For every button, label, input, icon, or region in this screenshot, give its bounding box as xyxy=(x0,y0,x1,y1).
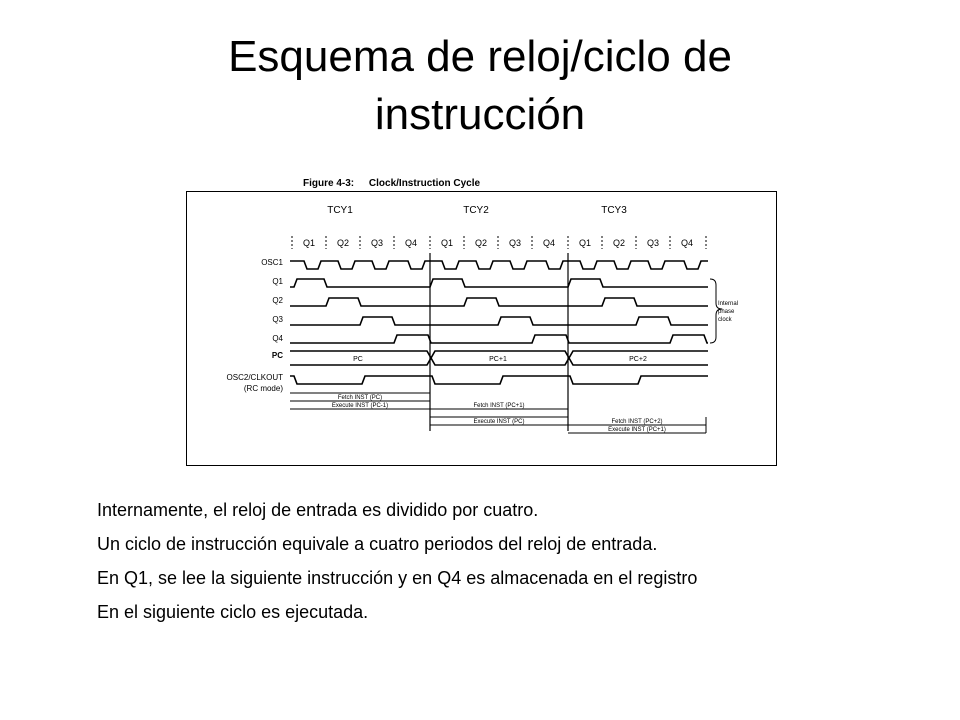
figure-caption: Figure 4-3: Clock/Instruction Cycle xyxy=(303,178,480,189)
internal-phase-clock-label: Internal phase clock xyxy=(718,301,738,323)
slide-title-line-1: Esquema de reloj/ciclo de xyxy=(228,32,732,81)
pipeline-execute-pc+1: Execute INST (PC+1) xyxy=(608,427,666,433)
pc-bus xyxy=(290,350,708,366)
bullet-text: En el siguiente ciclo es ejecutada. xyxy=(97,602,369,622)
phase-label: Q4 xyxy=(405,238,417,248)
figure-caption-text: Clock/Instruction Cycle xyxy=(368,178,481,189)
svg-text:phase: phase xyxy=(718,309,735,315)
phase-label: Q2 xyxy=(613,238,625,248)
svg-text:clock: clock xyxy=(718,317,733,323)
cycle-label-tcy3: TCY3 xyxy=(601,205,627,216)
phase-label: Q3 xyxy=(371,238,383,248)
figure-frame xyxy=(186,191,777,466)
pc-value: PC xyxy=(353,356,363,363)
pipeline-execute-pc-1: Execute INST (PC-1) xyxy=(332,403,388,409)
signal-label-q4: Q4 xyxy=(272,334,283,343)
signal-label-q2: Q2 xyxy=(272,296,283,305)
cycle-label-tcy2: TCY2 xyxy=(463,205,489,216)
bullet-text: Un ciclo de instrucción equivale a cuatr… xyxy=(97,534,658,554)
timing-diagram: TCY1 TCY2 TCY3 Q1 Q2 Q3 Q4 Q1 Q2 Q3 Q4 Q… xyxy=(186,191,777,466)
q2-waveform xyxy=(290,297,708,307)
osc1-waveform xyxy=(290,260,708,270)
internal-phase-clock-brace xyxy=(709,278,723,344)
figure-number: Figure 4-3: xyxy=(303,178,355,189)
signal-label-rc-mode: (RC mode) xyxy=(244,384,283,393)
bullet-text: Internamente, el reloj de entrada es div… xyxy=(97,500,539,520)
cycle-label-tcy1: TCY1 xyxy=(327,205,353,216)
phase-label: Q1 xyxy=(303,238,315,248)
signal-label-q3: Q3 xyxy=(272,315,283,324)
slide-title: Esquema de reloj/ciclo de instrucción xyxy=(40,28,920,144)
signal-label-pc: PC xyxy=(272,351,283,360)
pc-value: PC+1 xyxy=(489,356,507,363)
timing-diagram-svg: TCY1 TCY2 TCY3 Q1 Q2 Q3 Q4 Q1 Q2 Q3 Q4 Q… xyxy=(186,191,777,466)
signal-label-osc1: OSC1 xyxy=(261,258,283,267)
pipeline-rows xyxy=(290,392,707,434)
pipeline-execute-pc: Execute INST (PC) xyxy=(474,419,525,425)
phase-labels: Q1 Q2 Q3 Q4 Q1 Q2 Q3 Q4 Q1 Q2 Q3 Q4 xyxy=(303,238,693,248)
phase-label: Q3 xyxy=(509,238,521,248)
pipeline-labels: Fetch INST (PC) Execute INST (PC-1) Fetc… xyxy=(332,395,666,433)
phase-label: Q2 xyxy=(337,238,349,248)
pipeline-fetch-pc+1: Fetch INST (PC+1) xyxy=(473,403,524,409)
osc2-clkout-waveform xyxy=(290,375,708,385)
pipeline-fetch-pc: Fetch INST (PC) xyxy=(338,395,382,401)
phase-label: Q1 xyxy=(441,238,453,248)
phase-label: Q4 xyxy=(543,238,555,248)
bullet-text: En Q1, se lee la siguiente instrucción y… xyxy=(97,568,698,588)
q4-waveform xyxy=(290,334,708,344)
signal-labels: OSC1 Q1 Q2 Q3 Q4 PC OSC2/CLKOUT (RC mode… xyxy=(227,258,284,393)
q1-waveform xyxy=(290,278,708,288)
bullet-list: Internamente, el reloj de entrada es div… xyxy=(97,498,877,634)
pc-value: PC+2 xyxy=(629,356,647,363)
signal-label-osc2: OSC2/CLKOUT xyxy=(227,373,284,382)
phase-label: Q1 xyxy=(579,238,591,248)
phase-label: Q3 xyxy=(647,238,659,248)
phase-label: Q4 xyxy=(681,238,693,248)
svg-text:Internal: Internal xyxy=(718,301,738,307)
q3-waveform xyxy=(290,316,708,326)
pipeline-fetch-pc+2: Fetch INST (PC+2) xyxy=(611,419,662,425)
signal-label-q1: Q1 xyxy=(272,277,283,286)
slide-title-line-2: instrucción xyxy=(374,90,586,139)
phase-label: Q2 xyxy=(475,238,487,248)
